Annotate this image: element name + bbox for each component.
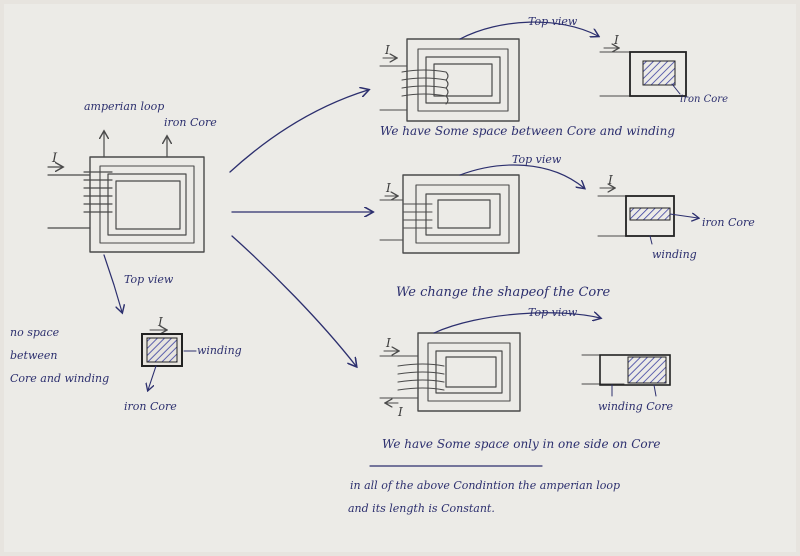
c2-core-middle [425,193,501,236]
arrow-to-case3 [231,235,356,366]
case1-transformer: I Top view I iron Core We have Some spac… [379,15,728,138]
c1-core-outer [406,38,520,122]
case2-transformer: I Top view I iron Core winding We change… [379,153,755,300]
c2-tv-current-label: I [607,173,613,187]
amperian-loop-label: amperian loop [84,100,164,113]
c3-tv-winding [599,354,671,386]
c3-window [445,356,497,388]
c1-tv-core-label: iron Core [680,94,728,105]
c3-top-view-label: Top view [528,306,578,319]
c2-tv-winding-pointer [649,235,653,245]
c1-tv-winding [629,51,687,97]
c3-core-middle [435,350,503,394]
c2-window [437,199,491,229]
tv-iron-core [146,337,178,363]
top-view-arrow [103,254,122,312]
c3-tv-core [627,356,667,384]
c1-winding [401,69,449,105]
tv-core-pointer [148,365,157,390]
c3-current-out-label: I [397,405,403,419]
c1-top-view-arrow [459,21,598,40]
conclusion-line2: and its length is Constant. [348,502,495,515]
c1-loop [417,48,509,112]
c3-top-view-arrow [433,313,600,334]
c1-tv-current-label: I [613,33,619,47]
c3-current-in-label: I [385,336,391,350]
tv-core-label: iron Core [124,400,177,413]
c2-top-view-arrow [459,164,584,188]
c2-caption: We change the shapeof the Core [396,285,610,300]
c2-tv-core-pointer [669,214,698,218]
current-label: I [51,151,58,166]
c1-tv-core-pointer [671,83,681,95]
c2-current-label: I [385,181,391,195]
left-top-view: no space between Core and winding I wind… [10,315,242,413]
c3-winding [397,363,445,391]
c3-tv-core-pointer [653,384,657,397]
c2-top-view-label: Top view [512,153,562,166]
tv-current-label: I [157,315,163,329]
c1-tv-core [642,60,676,86]
c3-tv-labels: winding Core [598,400,673,413]
c3-caption: We have Some space only in one side on C… [382,437,660,451]
iron-core-label: iron Core [164,116,217,129]
left-transformer: I amperian loop iron Core Top view [47,100,217,312]
no-space-line3: Core and winding [10,372,109,385]
c1-window [433,63,493,97]
no-space-line2: between [10,349,58,362]
c2-tv-winding-label: winding [652,248,697,261]
c1-core-middle [425,56,501,104]
c2-tv-core-label: iron Core [702,216,755,229]
paper-inner [4,4,796,552]
winding-coil [83,171,113,213]
c1-current-label: I [384,43,390,57]
core-window [115,180,181,230]
no-space-line1: no space [10,326,60,339]
c2-winding [403,203,433,229]
top-view-label: Top view [124,273,174,286]
case3-transformer: I I Top view winding Core We have Some s… [379,306,673,451]
c2-loop [415,184,510,244]
tv-winding-label: winding [197,344,242,357]
c2-tv-core [629,207,671,221]
arrow-to-case1 [229,90,368,173]
conclusion-line1: in all of the above Condintion the amper… [350,479,620,492]
c1-top-view-label: Top view [528,15,578,28]
c1-caption: We have Some space between Core and wind… [380,124,675,138]
